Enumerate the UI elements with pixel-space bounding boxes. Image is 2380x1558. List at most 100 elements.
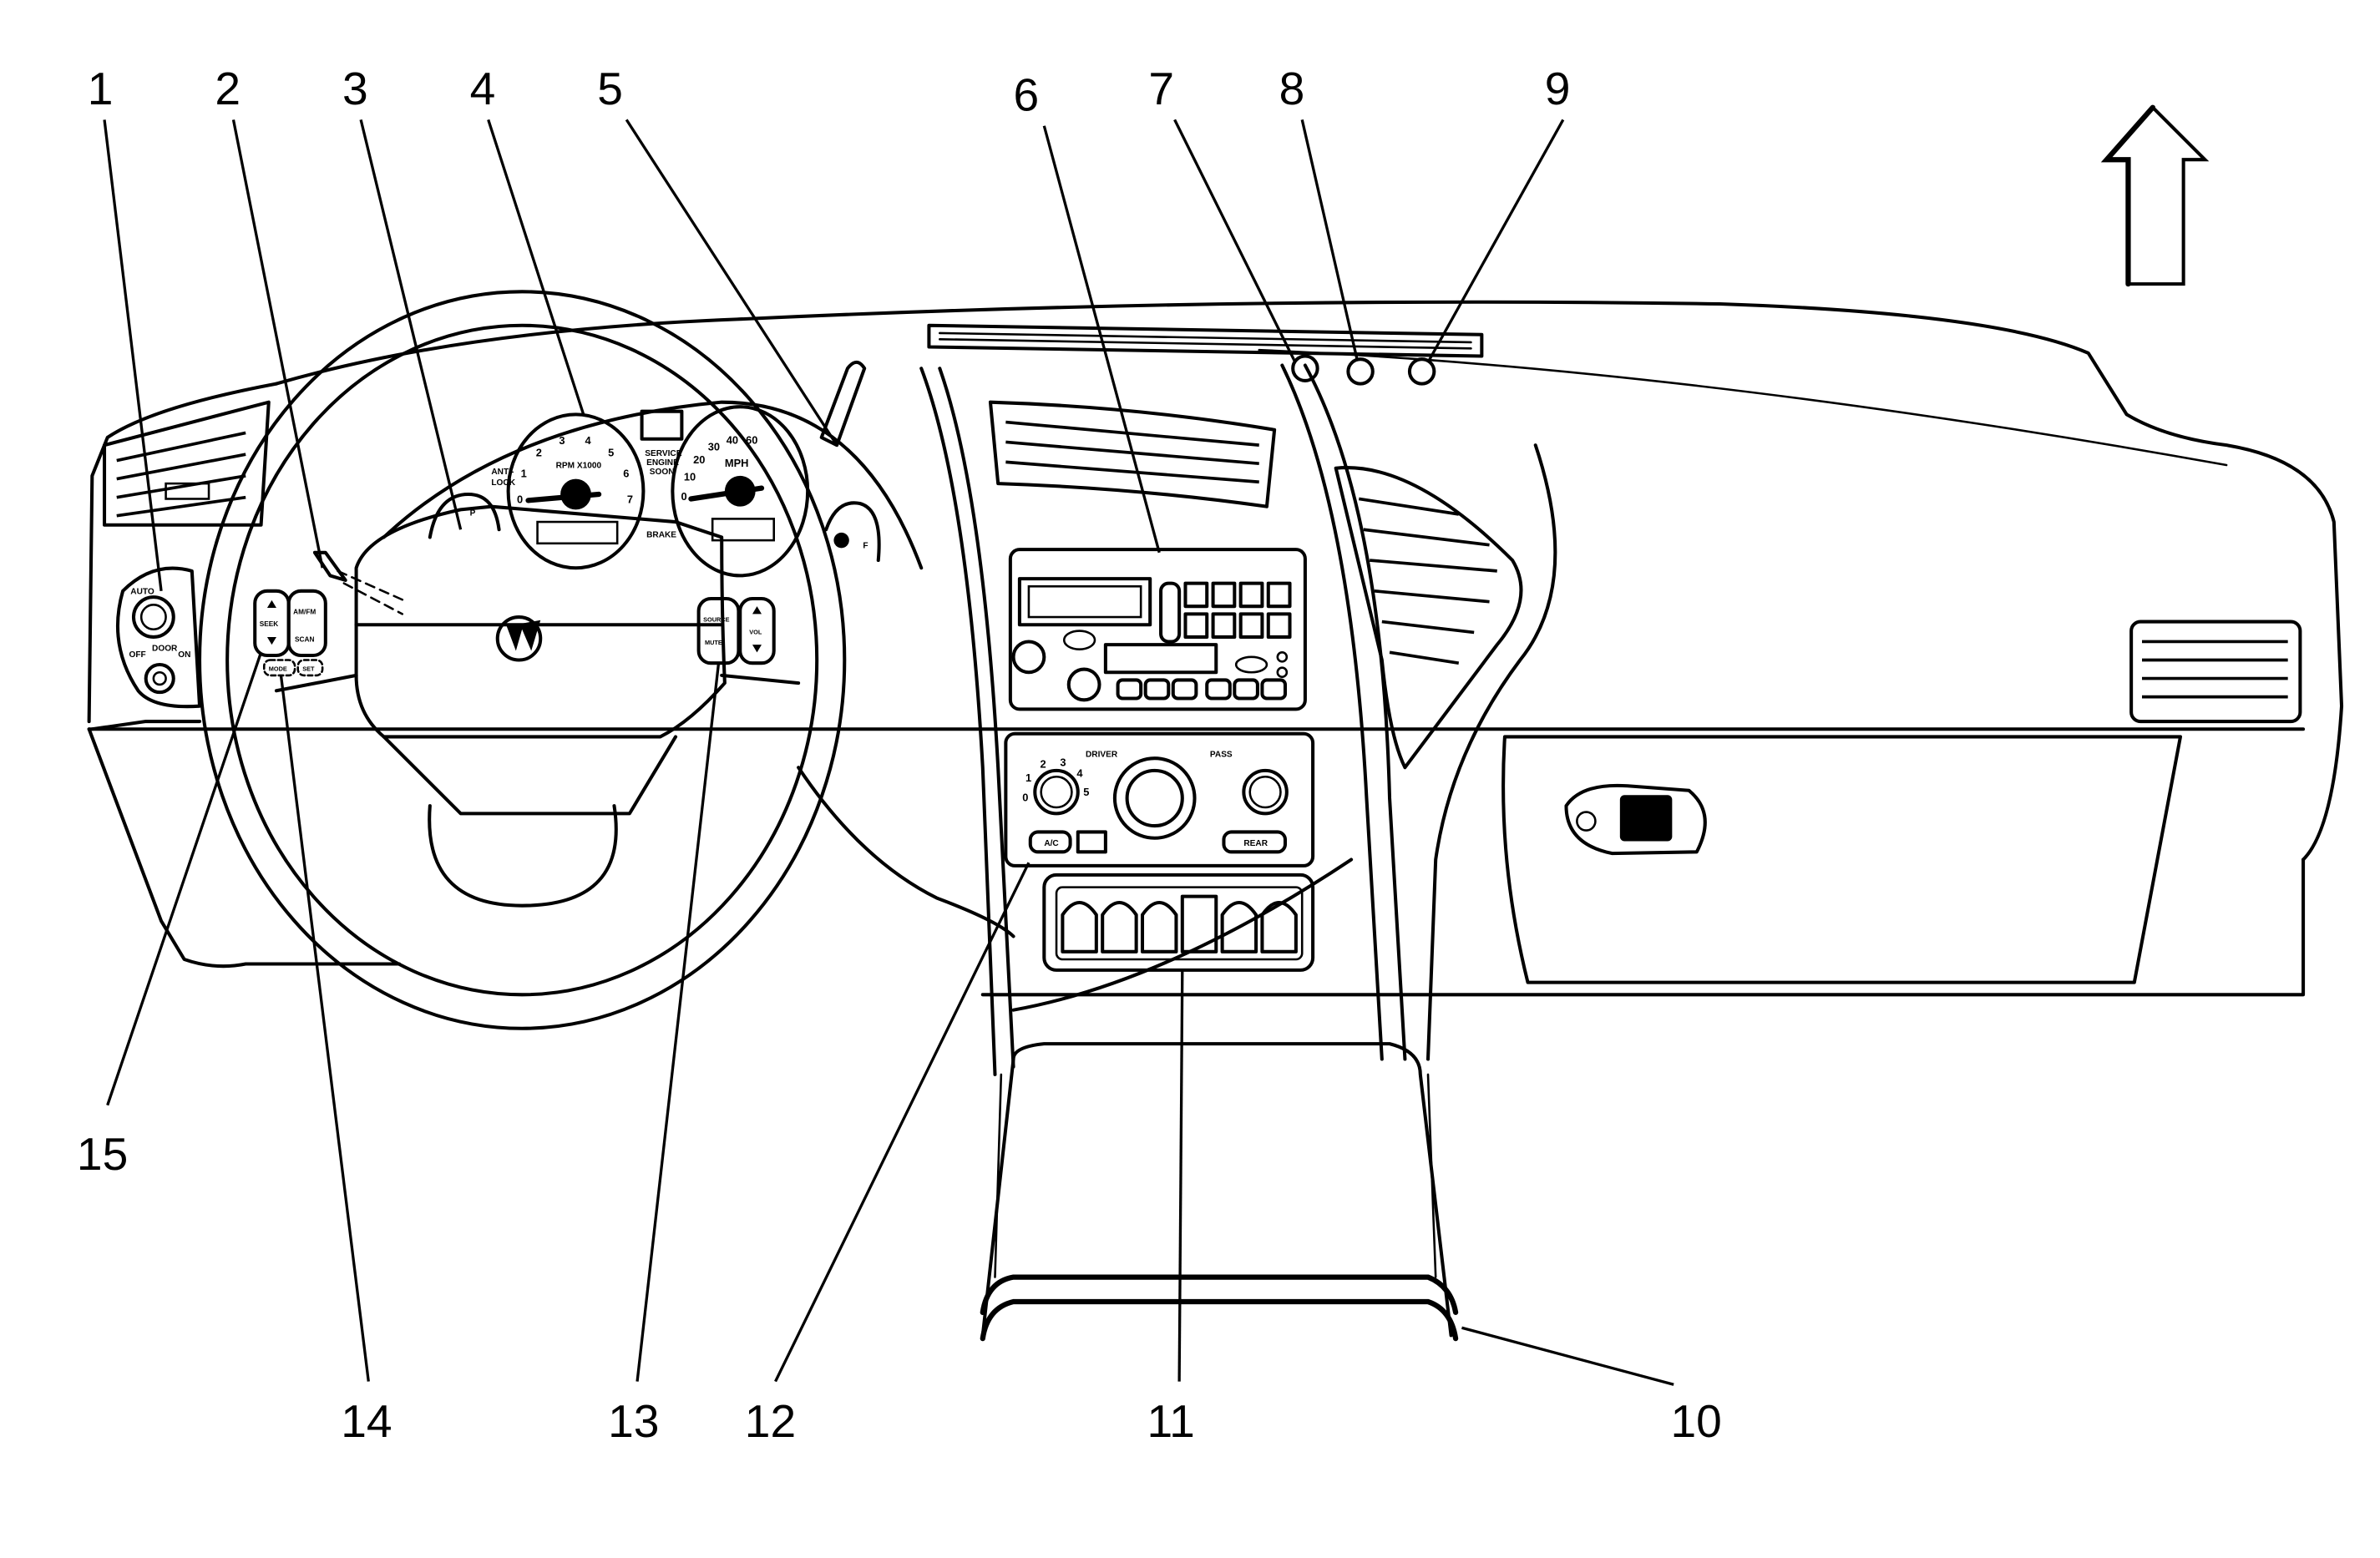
switch-bank-button[interactable] bbox=[1101, 901, 1138, 954]
antilock-line1: ANTI- bbox=[491, 468, 514, 477]
callout-1: 1 bbox=[88, 63, 114, 114]
mode-label: MODE bbox=[269, 665, 287, 672]
leader-7 bbox=[1173, 119, 1296, 362]
leader-9 bbox=[1426, 119, 1565, 363]
radio-function-button[interactable] bbox=[1205, 678, 1232, 701]
hvac-pass-label: PASS bbox=[1210, 750, 1233, 759]
service-line1: SERVICE bbox=[645, 449, 681, 458]
seek-label: SEEK bbox=[260, 620, 279, 628]
radio-preset-buttons bbox=[1183, 581, 1292, 639]
leader-12 bbox=[774, 862, 1030, 1383]
callout-6: 6 bbox=[1014, 68, 1040, 120]
steering-wheel bbox=[198, 290, 847, 1030]
radio-button[interactable] bbox=[1159, 581, 1182, 644]
radio-lower-buttons bbox=[1116, 678, 1288, 701]
leader-2 bbox=[231, 119, 324, 569]
ac-button[interactable] bbox=[1028, 830, 1072, 854]
radio-preset-button[interactable] bbox=[1238, 581, 1264, 609]
headlamp-switch[interactable]: AUTO OFF DOOR ON bbox=[115, 566, 202, 709]
switch-bank-button[interactable] bbox=[1180, 894, 1218, 954]
mode-knob[interactable] bbox=[1242, 768, 1289, 816]
fan-tick-1: 1 bbox=[1025, 771, 1031, 784]
leader-14 bbox=[279, 675, 370, 1382]
radio-function-button[interactable] bbox=[1233, 678, 1259, 701]
radio-knob-volume[interactable] bbox=[1011, 640, 1046, 675]
recirc-button[interactable] bbox=[1076, 830, 1107, 854]
volume-button[interactable] bbox=[738, 596, 776, 665]
tach-tick-3: 3 bbox=[559, 434, 565, 447]
tach-label: RPM X1000 bbox=[556, 462, 602, 471]
sensor-9 bbox=[1407, 357, 1436, 386]
radio-function-button[interactable] bbox=[1260, 678, 1288, 701]
tach-tick-4: 4 bbox=[585, 434, 591, 447]
sensor-8 bbox=[1346, 357, 1375, 386]
up-arrow-icon bbox=[2100, 104, 2210, 287]
rear-defog-button[interactable] bbox=[1222, 830, 1288, 854]
shift-lever[interactable] bbox=[819, 360, 867, 448]
speedo-tick-20: 20 bbox=[693, 453, 705, 466]
switch-bank-button[interactable] bbox=[1220, 901, 1258, 954]
temp-knob[interactable] bbox=[1112, 756, 1197, 840]
speedometer bbox=[671, 405, 810, 578]
set-button[interactable] bbox=[296, 659, 324, 677]
dimmer-on-label: ON bbox=[178, 650, 190, 660]
leader-13 bbox=[636, 663, 721, 1382]
callout-labels-top: 1 2 3 4 5 6 7 8 9 bbox=[88, 63, 1571, 120]
radio-preset-button[interactable] bbox=[1183, 612, 1209, 639]
radio-function-button[interactable] bbox=[1143, 678, 1171, 701]
dimmer-door-label: DOOR bbox=[152, 644, 178, 653]
headlamp-auto-label: AUTO bbox=[130, 587, 154, 596]
speedo-label: MPH bbox=[725, 457, 749, 469]
mute-label: MUTE bbox=[705, 639, 722, 646]
callout-15: 15 bbox=[77, 1128, 128, 1180]
tach-tick-6: 6 bbox=[623, 468, 629, 480]
callout-14: 14 bbox=[341, 1395, 392, 1447]
amfm-scan-button[interactable] bbox=[286, 589, 327, 658]
tach-tick-5: 5 bbox=[608, 446, 614, 458]
hvac-driver-label: DRIVER bbox=[1086, 750, 1118, 759]
callout-labels-bottom: 15 14 13 12 11 10 bbox=[77, 1128, 1722, 1447]
radio-preset-button[interactable] bbox=[1183, 581, 1209, 609]
radio-knob-tune[interactable] bbox=[1066, 667, 1101, 702]
radio-preset-button[interactable] bbox=[1211, 612, 1237, 639]
leader-3 bbox=[359, 119, 463, 530]
antilock-line2: LOCK bbox=[491, 478, 515, 488]
leader-5 bbox=[625, 119, 838, 447]
fan-knob[interactable] bbox=[1033, 768, 1080, 816]
switch-bank-button[interactable] bbox=[1260, 901, 1298, 954]
fan-tick-2: 2 bbox=[1040, 758, 1046, 771]
radio-display bbox=[1017, 577, 1152, 627]
multifunction-lever[interactable] bbox=[312, 550, 408, 615]
switch-bank-button[interactable] bbox=[1140, 901, 1178, 954]
radio-preset-button[interactable] bbox=[1238, 612, 1264, 639]
leader-10 bbox=[1461, 1326, 1674, 1386]
service-line2: ENGINE bbox=[646, 458, 679, 468]
radio-preset-button[interactable] bbox=[1211, 581, 1237, 609]
radio-function-button[interactable] bbox=[1171, 678, 1198, 701]
callout-7: 7 bbox=[1148, 63, 1174, 114]
leader-1 bbox=[103, 119, 163, 591]
leader-4 bbox=[487, 119, 585, 415]
fan-tick-0: 0 bbox=[1022, 792, 1028, 804]
speedo-tick-40: 40 bbox=[727, 433, 738, 446]
switch-bank-button[interactable] bbox=[1061, 901, 1098, 954]
switch-bank bbox=[1042, 873, 1315, 972]
mode-button[interactable] bbox=[262, 659, 296, 677]
leader-lines bbox=[103, 119, 1674, 1386]
radio-function-button[interactable] bbox=[1116, 678, 1143, 701]
callout-10: 10 bbox=[1671, 1395, 1722, 1447]
right-air-vent bbox=[2129, 620, 2302, 724]
glove-box-latch[interactable] bbox=[1564, 783, 1707, 856]
scan-label: SCAN bbox=[295, 635, 314, 643]
source-mute-button[interactable] bbox=[696, 596, 741, 665]
leader-8 bbox=[1300, 119, 1360, 362]
radio-preset-button[interactable] bbox=[1266, 581, 1292, 609]
radio-preset-button[interactable] bbox=[1266, 612, 1292, 639]
speedo-tick-10: 10 bbox=[684, 471, 696, 483]
fan-tick-4: 4 bbox=[1076, 767, 1083, 780]
dimmer-knob[interactable] bbox=[144, 663, 175, 695]
